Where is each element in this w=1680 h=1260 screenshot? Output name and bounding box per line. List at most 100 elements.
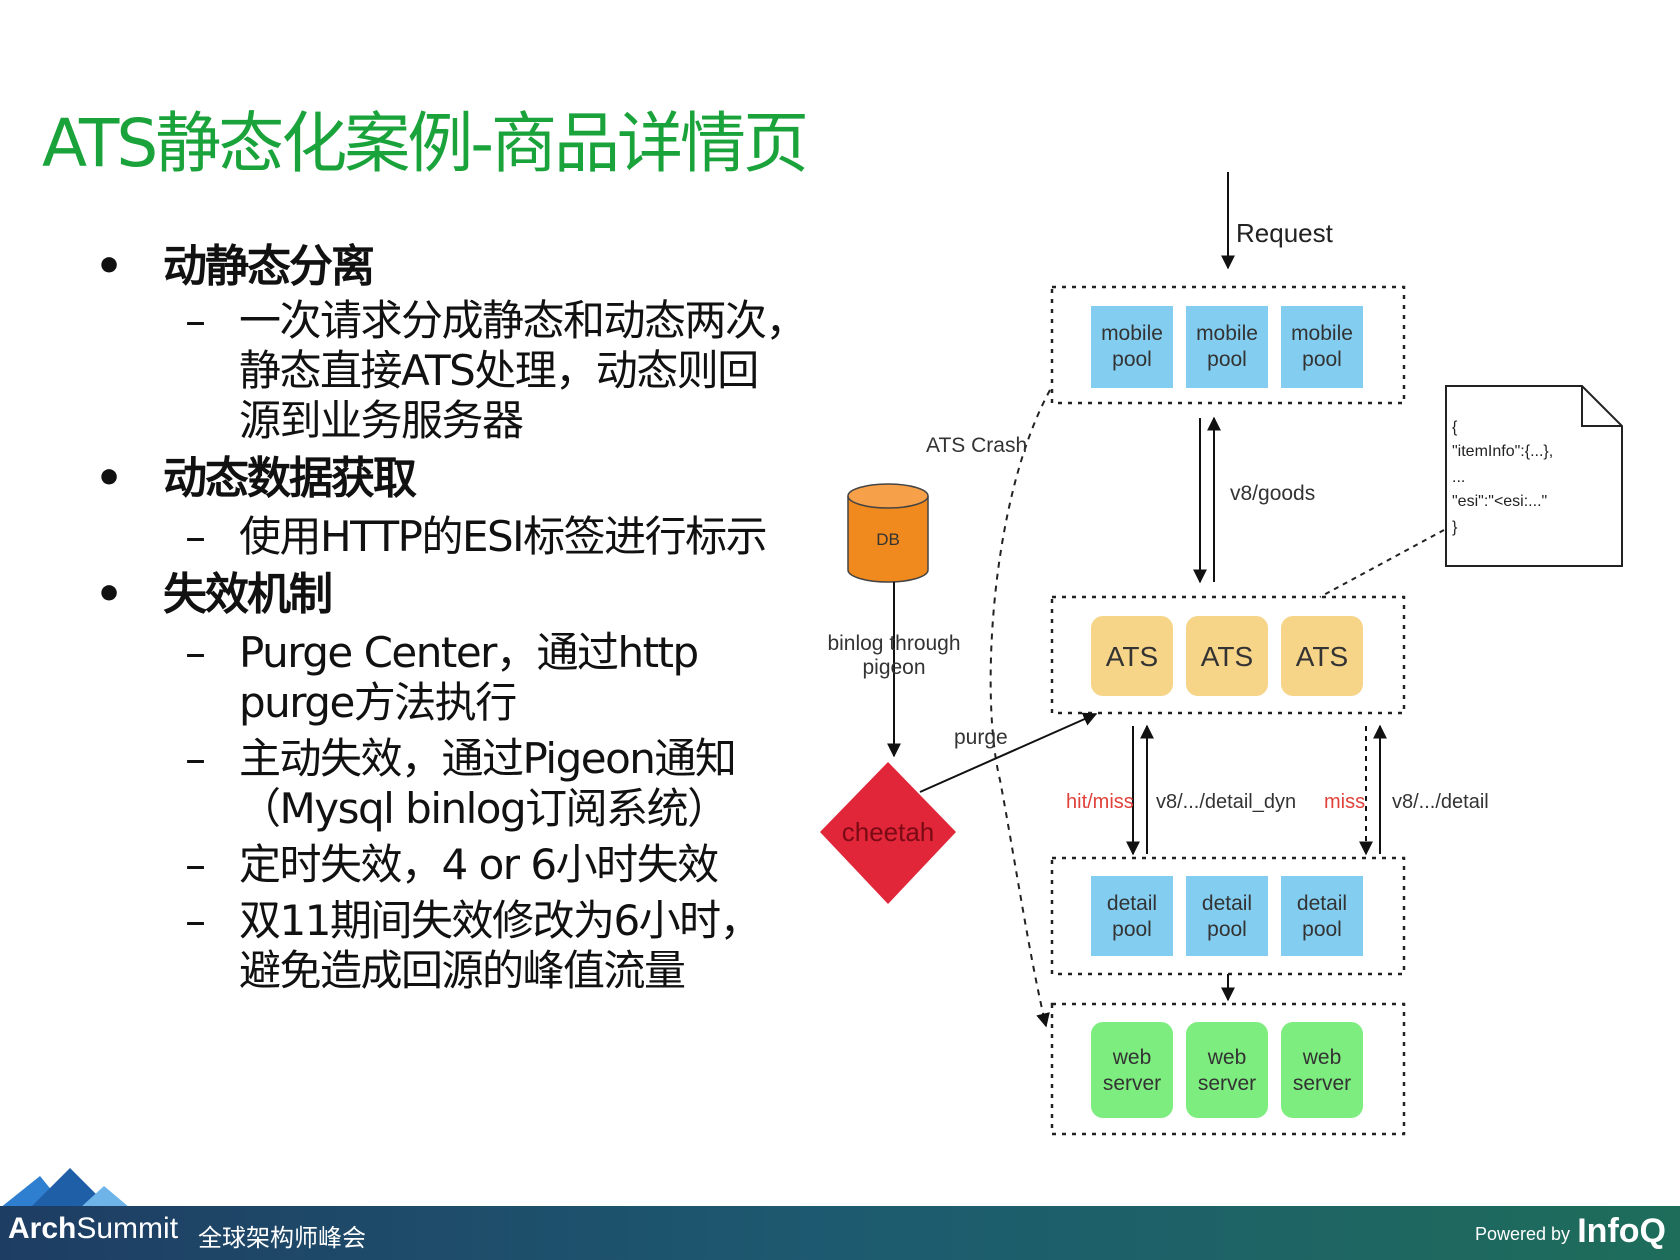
cheetah-label: cheetah [842, 817, 935, 847]
svg-text:web: web [1302, 1046, 1342, 1069]
bullet-dot: • [95, 241, 123, 292]
v8-detail-dyn-label: v8/.../detail_dyn [1156, 791, 1296, 813]
powered-by: Powered by [1474, 1224, 1570, 1244]
bullet-1: • 动静态分离 [95, 240, 855, 294]
text-line: （Mysql binlog订阅系统） [239, 784, 729, 833]
ats-box: ATS [1091, 616, 1173, 696]
svg-text:pool: pool [1302, 348, 1342, 371]
ats-box: ATS [1281, 616, 1363, 696]
dash: – [185, 512, 206, 561]
note-line: ... [1452, 469, 1465, 486]
infoq-logo: InfoQ [1577, 1212, 1666, 1250]
bullet-list: • 动静态分离 – 一次请求分成静态和动态两次， 静态直接ATS处理，动态则回 源… [95, 236, 855, 996]
archsummit-logo-mountains [0, 1168, 130, 1208]
svg-text:detail: detail [1297, 892, 1347, 915]
sub-bullet-1-1: – 一次请求分成静态和动态两次， 静态直接ATS处理，动态则回 源到业务服务器 [95, 296, 855, 446]
web-server-box: web server [1186, 1022, 1268, 1118]
ats-group [1050, 595, 1406, 715]
v8-goods-label: v8/goods [1230, 482, 1315, 505]
svg-text:mobile: mobile [1101, 322, 1163, 345]
brand-chinese: 全球架构师峰会 [198, 1225, 366, 1252]
mobile-pool-group [1050, 285, 1406, 405]
text-line: 源到业务服务器 [239, 396, 524, 445]
text-line: 静态直接ATS处理，动态则回 [239, 346, 759, 395]
ats-crash-label: ATS Crash [926, 434, 1027, 457]
svg-text:pool: pool [1207, 348, 1247, 371]
hit-miss-label: hit/miss [1066, 791, 1134, 813]
cheetah-diamond: cheetah [820, 762, 956, 904]
detail-pool-box: detail pool [1281, 876, 1363, 956]
svg-text:mobile: mobile [1196, 322, 1258, 345]
sub-bullet-3-2: – 主动失效，通过Pigeon通知 （Mysql binlog订阅系统） [95, 734, 855, 834]
bullet-1-label: 动静态分离 [163, 241, 375, 292]
text-line: 使用HTTP的ESI标签进行标示 [239, 512, 768, 561]
db-label: DB [876, 530, 900, 549]
archsummit-logo: ArchSummit [8, 1212, 178, 1246]
svg-text:pool: pool [1112, 348, 1152, 371]
mobile-pool-box: mobile pool [1281, 306, 1363, 388]
ats-box: ATS [1186, 616, 1268, 696]
svg-text:server: server [1293, 1072, 1351, 1095]
slide-title: ATS静态化案例-商品详情页 [42, 105, 809, 182]
note-line: "itemInfo":{...}, [1452, 443, 1553, 460]
ats-crash-path [989, 389, 1051, 1028]
svg-text:web: web [1112, 1046, 1152, 1069]
dash: – [185, 296, 206, 345]
text-line: Purge Center，通过http [239, 628, 699, 677]
text-line: purge方法执行 [239, 678, 517, 727]
bullet-dot: • [95, 569, 123, 620]
svg-text:mobile: mobile [1291, 322, 1353, 345]
note-line: "esi":"<esi:..." [1452, 493, 1547, 510]
svg-text:server: server [1198, 1072, 1256, 1095]
brand-bold: Arch [8, 1212, 77, 1245]
svg-text:detail: detail [1107, 892, 1157, 915]
svg-text:ATS: ATS [1296, 641, 1348, 672]
svg-text:server: server [1103, 1072, 1161, 1095]
text-line: 一次请求分成静态和动态两次， [239, 296, 808, 345]
detail-pool-box: detail pool [1186, 876, 1268, 956]
mobile-pool-box: mobile pool [1091, 306, 1173, 388]
dash: – [185, 734, 206, 783]
svg-text:ATS: ATS [1106, 641, 1158, 672]
bullet-2: • 动态数据获取 [95, 452, 855, 506]
sub-bullet-3-4: – 双11期间失效修改为6小时， 避免造成回源的峰值流量 [95, 896, 855, 996]
note-connector [1319, 529, 1445, 598]
dash: – [185, 628, 206, 677]
bullet-2-label: 动态数据获取 [163, 453, 417, 504]
architecture-diagram: Request mobile pool mobile pool mobile p… [820, 172, 1623, 1136]
purge-label: purge [954, 726, 1008, 749]
text-line: 主动失效，通过Pigeon通知 [239, 734, 737, 783]
text-line: 避免造成回源的峰值流量 [239, 946, 686, 995]
bullet-dot: • [95, 453, 123, 504]
note-line: { [1452, 419, 1458, 436]
sub-bullet-2-1: – 使用HTTP的ESI标签进行标示 [95, 512, 855, 562]
sub-bullet-3-3: – 定时失效，4 or 6小时失效 [95, 840, 855, 890]
detail-pool-box: detail pool [1091, 876, 1173, 956]
text-line: 定时失效，4 or 6小时失效 [239, 840, 719, 889]
esi-note-document: { "itemInfo":{...}, ... "esi":"<esi:..."… [1445, 385, 1623, 567]
sub-bullet-3-1: – Purge Center，通过http purge方法执行 [95, 628, 855, 728]
svg-text:pool: pool [1302, 918, 1342, 941]
svg-text:pool: pool [1207, 918, 1247, 941]
svg-text:ATS: ATS [1201, 641, 1253, 672]
binlog-label-line1: binlog through [827, 632, 960, 655]
bullet-3-label: 失效机制 [163, 569, 333, 620]
footer-bar: ArchSummit 全球架构师峰会 Powered by InfoQ [0, 1206, 1680, 1260]
web-server-box: web server [1091, 1022, 1173, 1118]
dash: – [185, 840, 206, 889]
v8-detail-label: v8/.../detail [1392, 791, 1489, 813]
text-line: 双11期间失效修改为6小时， [239, 896, 762, 945]
request-label: Request [1236, 218, 1334, 248]
web-server-box: web server [1281, 1022, 1363, 1118]
brand-rest: Summit [76, 1212, 179, 1245]
binlog-label-line2: pigeon [862, 656, 925, 679]
bullet-3: • 失效机制 [95, 568, 855, 622]
svg-text:pool: pool [1112, 918, 1152, 941]
miss-label: miss [1324, 791, 1365, 813]
note-line: } [1452, 519, 1458, 536]
svg-text:web: web [1207, 1046, 1247, 1069]
mobile-pool-box: mobile pool [1186, 306, 1268, 388]
dash: – [185, 896, 206, 945]
purge-arrow [919, 712, 1098, 793]
db-cylinder: DB [847, 483, 929, 583]
